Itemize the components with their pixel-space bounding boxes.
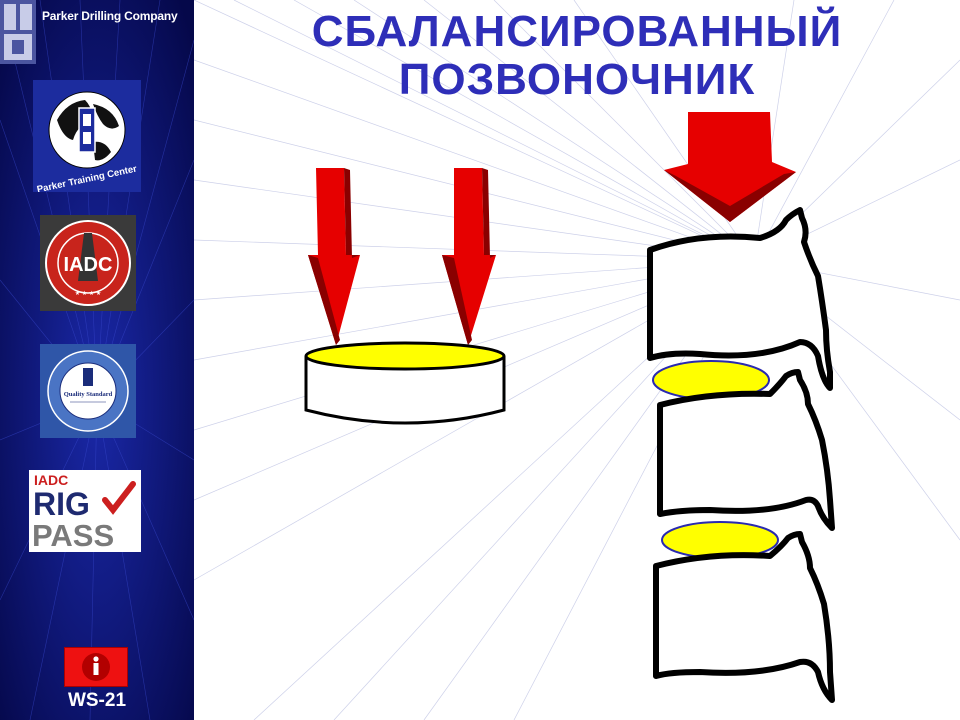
info-button[interactable]: [64, 647, 128, 687]
iadc-rigpass-logo: IADC RIG PASS: [29, 470, 141, 553]
company-name: Parker Drilling Company: [42, 9, 178, 23]
svg-text:Quality Standard: Quality Standard: [64, 391, 113, 398]
info-icon: [82, 653, 110, 681]
parker-corner-logo: [0, 0, 36, 64]
svg-text:PASS: PASS: [32, 518, 114, 552]
parker-training-center-logo: Parker Training Center: [33, 80, 141, 195]
svg-text:IADC: IADC: [64, 254, 113, 276]
slide-title: СБАЛАНСИРОВАННЫЙ ПОЗВОНОЧНИК: [311, 7, 843, 104]
single-disc-diagram: [304, 168, 506, 425]
svg-text:RIG: RIG: [33, 486, 90, 522]
quality-assured-seal: Quality Standard: [40, 344, 136, 438]
arrow-down-icon: [664, 112, 796, 222]
spine-column-diagram: [647, 112, 835, 703]
arrow-down-icon: [442, 168, 496, 345]
sidebar: Parker Drilling Company Parker Training …: [0, 0, 194, 720]
slide-id: WS-21: [67, 690, 127, 711]
arrow-down-icon: [308, 168, 360, 345]
iadc-logo: IADC ★ ★ ★ ★: [40, 215, 136, 311]
svg-text:★ ★ ★ ★: ★ ★ ★ ★: [75, 290, 102, 297]
svg-text:IADC: IADC: [34, 472, 68, 488]
checkmark-icon: [102, 481, 136, 515]
